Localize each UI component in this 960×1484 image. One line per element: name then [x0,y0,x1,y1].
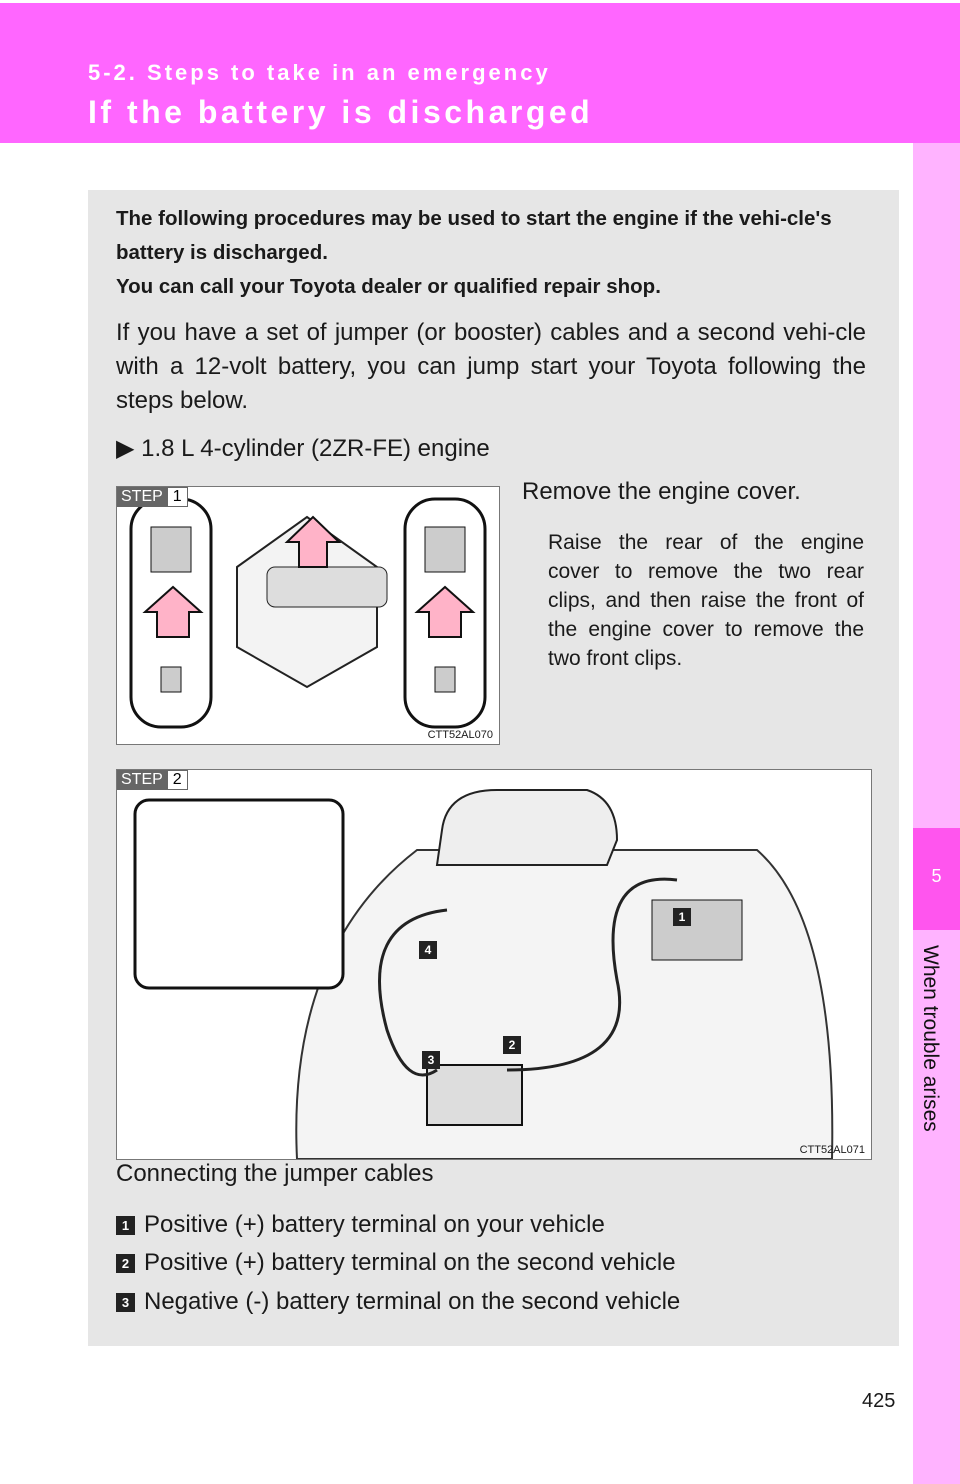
jumper-cables-illustration [133,789,834,1160]
item-text: Positive (+) battery terminal on the sec… [144,1249,676,1276]
page-header [0,3,960,143]
engine-heading: ▶ 1.8 L 4-cylinder (2ZR-FE) engine [116,434,490,463]
step1-text: Raise the rear of the engine cover to re… [548,531,864,670]
intro-dealer: You can call your Toyota dealer or quali… [116,275,661,298]
item-text: Positive (+) battery terminal on your ve… [144,1211,605,1238]
item-number: 1 [116,1215,135,1235]
page-title: If the battery is discharged [88,94,594,130]
chapter-label: When trouble arises [919,945,942,1132]
section-title: 5-2. Steps to take in an emergency [88,60,551,85]
intro-text: The following procedures may be used to … [116,207,832,264]
chapter-sidebar [913,143,960,1484]
page-number: 425 [862,1390,896,1412]
figure-code: CTT52AL070 [427,729,493,741]
item-number: 2 [116,1253,135,1273]
engine-cover-illustration [129,497,487,729]
engine-label: 1.8 L 4-cylinder (2ZR-FE) engine [141,435,490,462]
figure-code: CTT52AL071 [799,1144,865,1156]
item-text: Negative (-) battery terminal on the sec… [144,1288,681,1315]
chapter-tab[interactable]: 5 [913,828,960,930]
list-item: 3 Negative (-) battery terminal on the se… [116,1288,680,1316]
marker-1: 1 [673,908,691,926]
marker-4: 4 [419,941,437,959]
step1-heading: Remove the engine cover. [522,478,801,505]
list-item: 2 Positive (+) battery terminal on the se… [116,1249,676,1277]
marker-2: 2 [503,1036,521,1054]
intro-paragraph: If you have a set of jumper (or booster)… [116,319,866,414]
list-item: 1 Positive (+) battery terminal on your v… [116,1211,605,1239]
step2-caption: Connecting the jumper cables [116,1160,434,1187]
item-number: 3 [116,1292,135,1312]
triangle-bullet-icon: ▶ [116,435,135,462]
marker-3: 3 [422,1051,440,1069]
